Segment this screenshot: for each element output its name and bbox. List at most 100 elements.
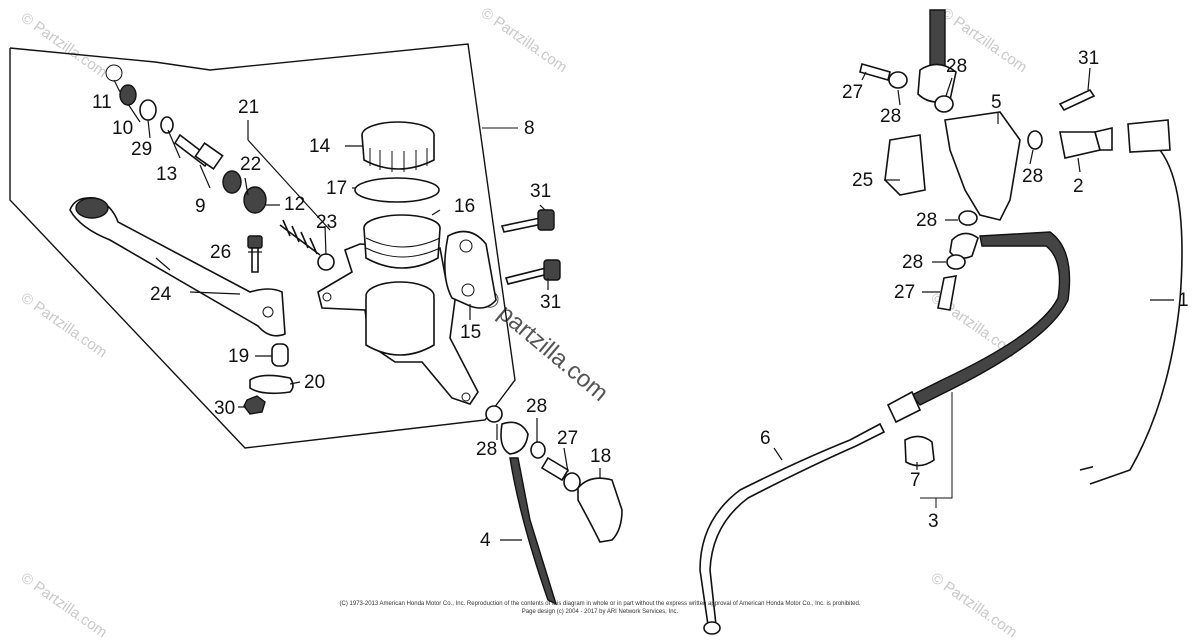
callout-26: 26 [210,242,231,263]
callout-17: 17 [326,178,347,199]
pipe-flare-nut [703,621,721,635]
upper-hose-fitting [929,9,946,71]
bolt-27 [859,63,891,81]
callout-28: 28 [880,106,901,127]
callout-3: 3 [928,511,939,532]
cup-secondary [222,170,242,194]
diaphragm-body [363,227,441,269]
sealing-washer [485,405,503,423]
mount-hole [461,392,471,402]
brake-pipe [699,422,886,626]
callout-13: 13 [156,164,177,185]
bolt-head [563,472,581,492]
callout-11: 11 [92,92,112,113]
diaphragm-ribs [365,237,441,258]
assembly-outline [9,43,516,449]
copyright-line: (C) 1973-2013 American Honda Motor Co., … [339,601,861,607]
sealing-washer [530,441,546,459]
leader-lines [113,67,1174,541]
callout-27: 27 [842,82,863,103]
callout-6: 6 [760,428,771,449]
callouts: 11 10 29 13 9 21 22 12 23 14 17 16 8 31 … [92,48,1189,551]
callout-29: 29 [131,139,152,160]
callout-14: 14 [309,136,331,157]
mount-hole [322,292,332,302]
watermark: © Partzilla.com [18,289,111,361]
watermark: © Partzilla.com [18,569,111,641]
circlip [105,64,123,82]
callout-27: 27 [894,282,915,303]
cap-knurl [369,148,428,172]
cylinder-barrel [365,298,435,356]
callout-25: 25 [852,170,873,191]
copyright-footer: (C) 1973-2013 American Honda Motor Co., … [300,600,900,616]
washer [946,254,966,270]
switch-terminal [1094,126,1113,151]
spring-seat [317,253,335,271]
pivot-bolt-head [247,235,263,249]
lever-tip [75,197,109,219]
washer [888,71,908,89]
callout-31: 31 [1078,48,1099,69]
page-design-line: Page design (c) 2004 - 2017 by ARI Netwo… [521,609,679,615]
callout-2: 2 [1073,176,1084,197]
holder-hole [461,283,475,297]
washer [139,99,157,121]
callout-28: 28 [476,439,497,460]
callout-30: 30 [214,398,235,419]
hose-fitting [886,390,922,424]
callout-27: 27 [557,428,578,449]
callout-28: 28 [902,252,923,273]
lock-nut [243,395,266,415]
callout-8: 8 [524,118,535,139]
cup-primary [243,186,267,214]
watermarks: © Partzilla.com © Partzilla.com © Partzi… [18,4,1031,641]
switch-connector [1127,119,1171,153]
washer-ring [160,116,174,134]
callout-20: 20 [304,372,325,393]
switch-wire-2 [1089,139,1183,485]
callout-16: 16 [454,196,475,217]
grommet [904,435,935,467]
callout-10: 10 [112,118,133,139]
callout-28: 28 [526,396,547,417]
hose-banjo [500,421,529,455]
brake-hose-upper [910,231,1071,406]
stop-switch [1059,131,1101,159]
washer [934,95,954,113]
watermark: © Partzilla.com [18,9,111,81]
callout-24: 24 [150,284,172,305]
callout-22: 22 [240,154,261,175]
three-way-joint [944,111,1021,221]
holder-hole [459,239,473,253]
washer [958,210,978,226]
reservoir-cap-side [361,134,435,170]
piston [194,142,224,170]
callout-1: 1 [1178,290,1189,311]
callout-4: 4 [480,530,491,551]
callout-31: 31 [540,292,561,313]
callout-28: 28 [946,56,967,77]
switch-plate [249,374,294,395]
holder-bolt-head [543,259,561,281]
watermark: © Partzilla.com [478,4,571,76]
callout-28: 28 [1022,166,1043,187]
callout-23: 23 [316,212,337,233]
lever-pivot-hole [262,306,274,318]
collar [271,343,289,367]
bolt-31-right [1058,88,1096,112]
boot [119,84,137,106]
callout-28: 28 [916,210,937,231]
reservoir-plate [354,177,440,203]
washer [1027,130,1043,150]
holder-bolt [500,217,544,233]
holder-bolt [504,267,550,285]
holder-bolt-head [537,209,555,231]
callout-21: 21 [238,97,259,118]
callout-15: 15 [460,322,481,343]
callout-12: 12 [284,194,305,215]
banjo-bolt [540,456,570,482]
joint-bracket [884,134,926,196]
callout-19: 19 [228,346,249,367]
